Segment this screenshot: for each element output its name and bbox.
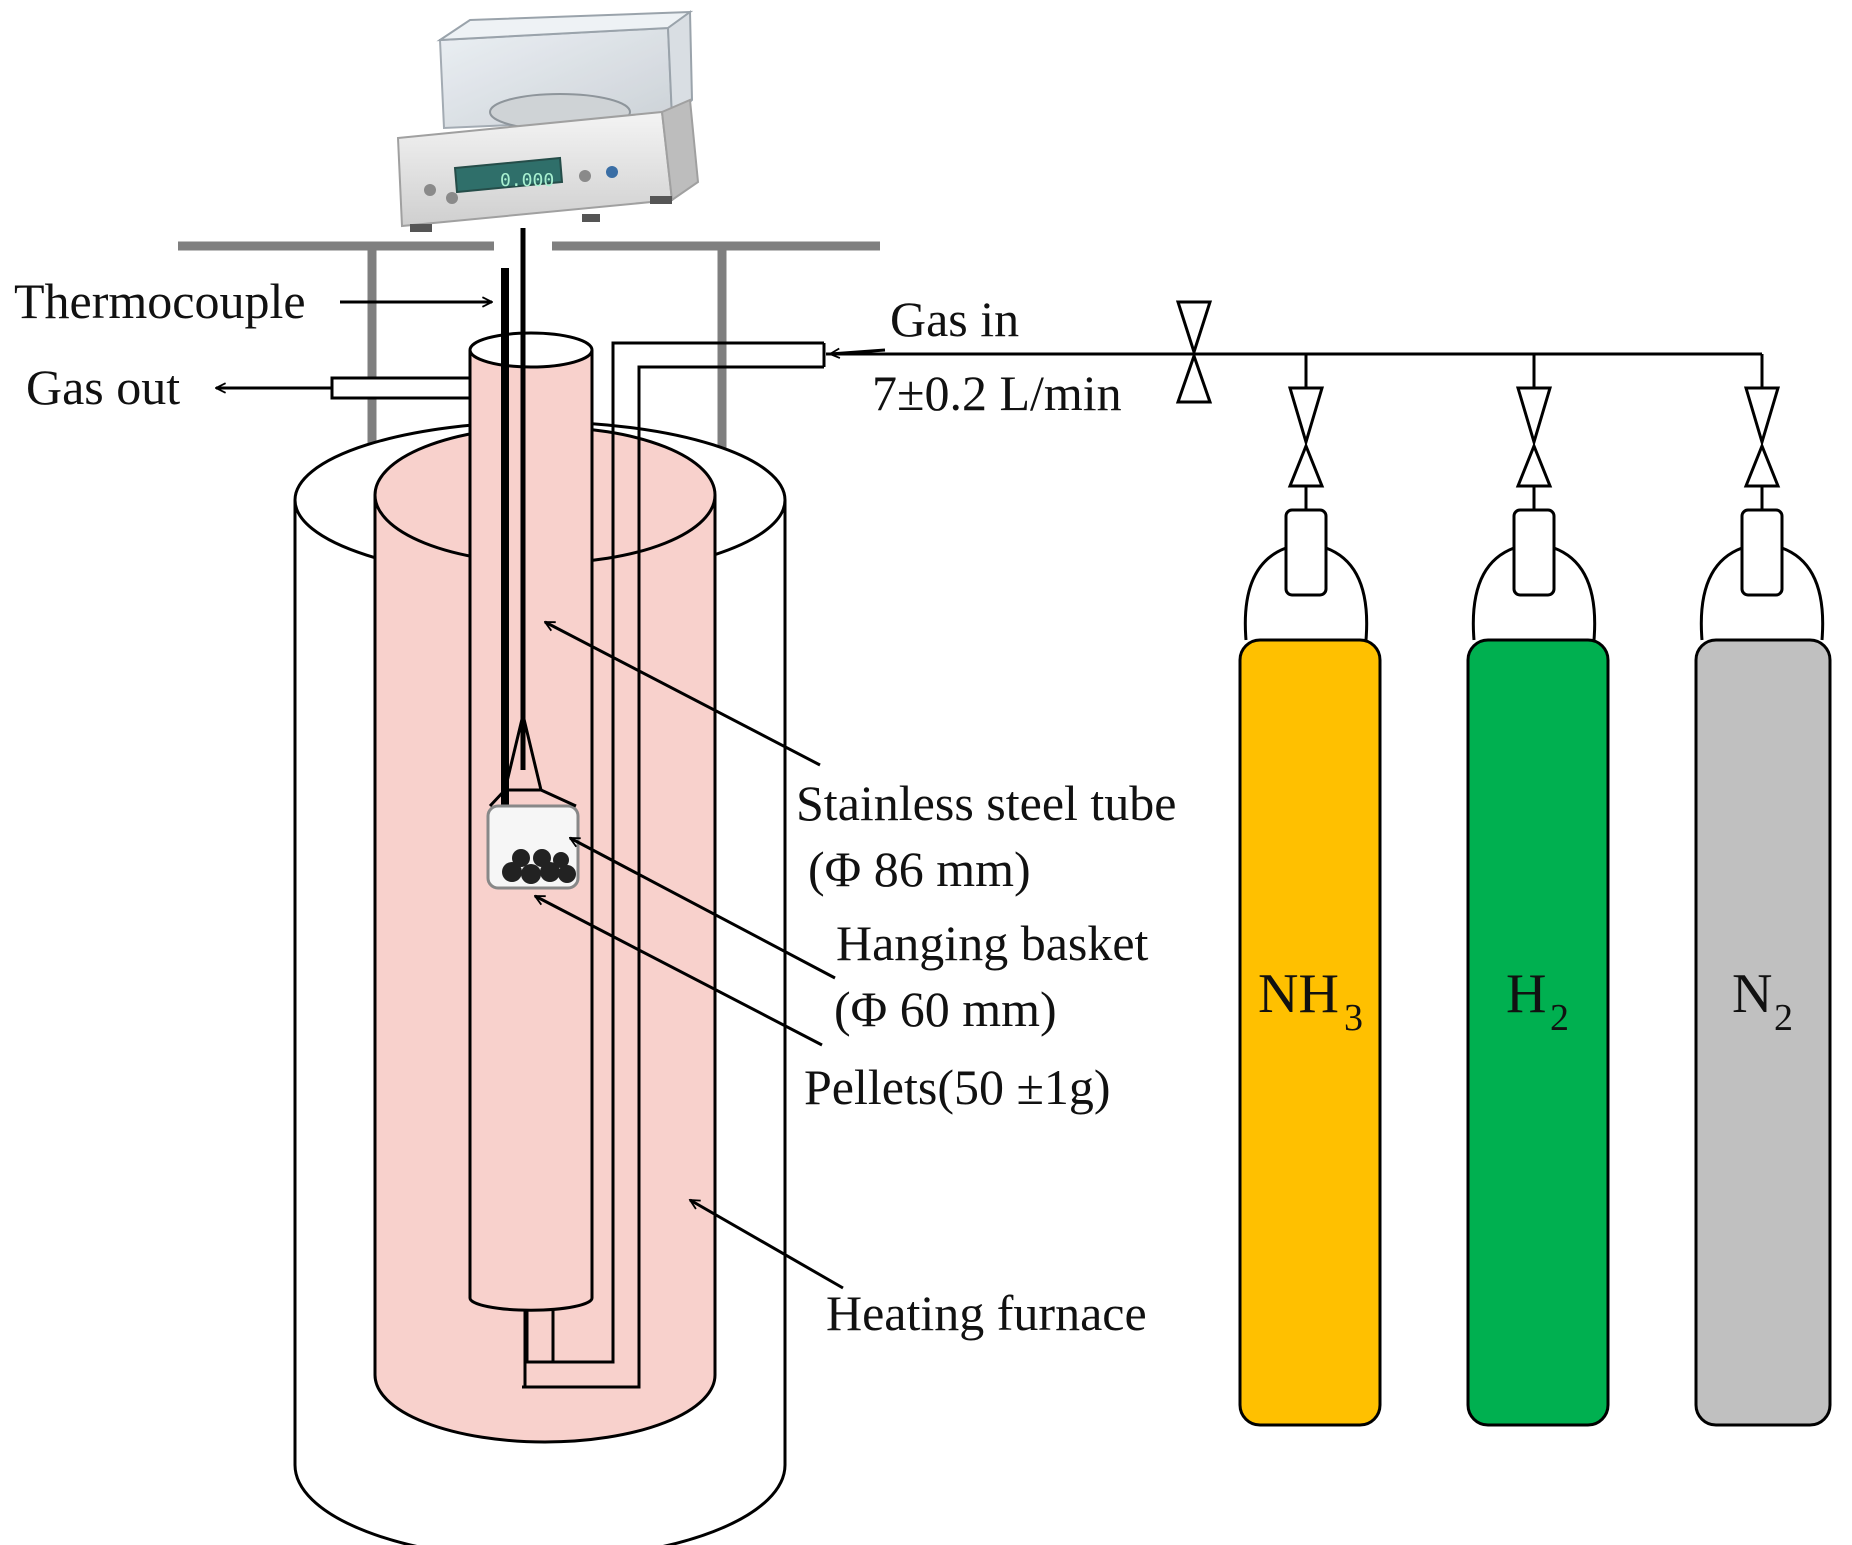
cylinder-nh3: NH 3 — [1238, 386, 1382, 1427]
label-thermocouple: Thermocouple — [14, 273, 306, 329]
electronic-balance: 0.000 — [396, 10, 700, 232]
arrow-heating-furnace — [690, 1198, 844, 1290]
valve-icon — [1515, 386, 1553, 448]
regulator — [1284, 508, 1328, 597]
arrow-hanging-basket — [570, 836, 836, 980]
label-hanging-basket: Hanging basket — [836, 915, 1149, 971]
cylinder-label-subscript: 3 — [1344, 997, 1363, 1039]
main-valve-icon — [1175, 300, 1213, 404]
balance-button — [424, 184, 436, 196]
regulator — [1740, 508, 1784, 597]
valve-icon — [1287, 386, 1325, 448]
label-gas-in: Gas in — [890, 291, 1019, 347]
cylinder-label-subscript: 2 — [1774, 997, 1793, 1039]
cylinder-label-base: N — [1732, 963, 1772, 1025]
balance-button — [606, 166, 618, 178]
arrow-stainless-steel-tube — [545, 620, 821, 767]
label-gas-out: Gas out — [26, 359, 180, 415]
gas-inlet-pipe — [522, 341, 826, 1389]
cylinder-body — [1694, 638, 1832, 1427]
pellets — [502, 849, 576, 884]
balance-button — [446, 192, 458, 204]
label-stainless-steel-tube: Stainless steel tube — [796, 775, 1177, 831]
gas-outlet-pipe — [330, 376, 472, 400]
label-heating-furnace: Heating furnace — [826, 1285, 1147, 1341]
balance-readout: 0.000 — [500, 170, 554, 191]
cylinder-label-base: NH — [1258, 963, 1339, 1025]
label-basket-diameter: (Φ 60 mm) — [834, 981, 1057, 1037]
balance-button — [579, 170, 591, 182]
label-flow-rate: 7±0.2 L/min — [872, 365, 1122, 421]
support-frame — [178, 241, 880, 470]
callout-arrows — [216, 302, 886, 1290]
valve-icon — [1743, 386, 1781, 448]
cylinder-h2: H 2 — [1466, 386, 1610, 1427]
arrow-pellets — [535, 894, 823, 1047]
arrow-gas-in — [830, 350, 886, 354]
cylinder-body — [1238, 638, 1382, 1427]
label-tube-diameter: (Φ 86 mm) — [808, 841, 1031, 897]
cylinder-label-base: H — [1506, 963, 1546, 1025]
gas-supply-line — [826, 352, 1764, 388]
regulator — [1512, 508, 1556, 597]
label-pellets: Pellets(50 ±1g) — [804, 1059, 1111, 1115]
cylinder-n2: N 2 — [1694, 386, 1832, 1427]
cylinder-label-subscript: 2 — [1550, 997, 1569, 1039]
cylinder-body — [1466, 638, 1610, 1427]
